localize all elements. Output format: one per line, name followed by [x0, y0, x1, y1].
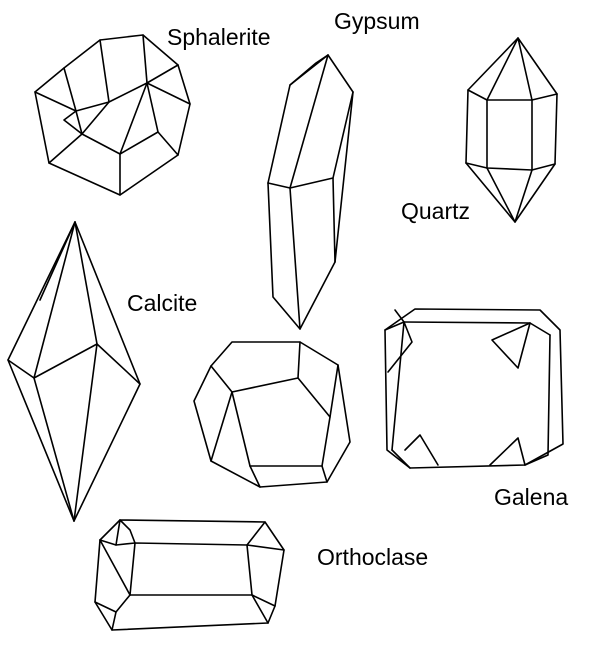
calcite-label: Calcite: [127, 290, 198, 316]
quartz-label: Quartz: [401, 198, 471, 224]
dodecahedron-crystal: [193, 341, 351, 488]
calcite-crystal: [7, 221, 141, 522]
sphalerite-crystal: [34, 34, 191, 196]
galena-label: Galena: [494, 484, 569, 510]
quartz-crystal: [465, 37, 558, 223]
gypsum-crystal: [267, 54, 354, 330]
sphalerite-label: Sphalerite: [167, 24, 271, 50]
galena-crystal: [384, 308, 564, 469]
orthoclase-crystal: [94, 519, 285, 631]
orthoclase-label: Orthoclase: [317, 544, 429, 570]
gypsum-label: Gypsum: [334, 8, 420, 34]
